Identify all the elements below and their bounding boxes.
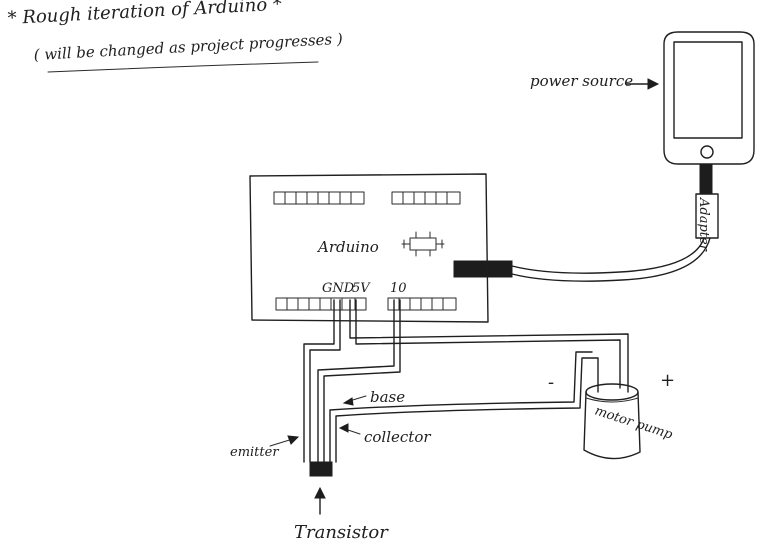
usb-cable	[511, 237, 705, 274]
motor-pump	[583, 383, 641, 460]
top-header-right	[391, 191, 461, 205]
emitter-arrow-icon	[269, 435, 300, 447]
usb-cable-outer	[511, 237, 711, 282]
top-header-left	[273, 191, 365, 205]
chip-icon	[401, 231, 445, 257]
motor-minus-label: -	[548, 372, 554, 393]
usb-plug	[453, 260, 513, 278]
home-button-icon	[700, 145, 714, 159]
five-volt-wire-outer	[355, 299, 621, 389]
gnd-wire	[303, 299, 335, 463]
arrow-right-icon	[625, 78, 660, 90]
collector-wire	[329, 351, 593, 463]
arduino-label: Arduino	[316, 238, 379, 256]
five-volt-wire	[349, 299, 629, 393]
arrow-up-icon	[314, 486, 326, 515]
base-arrow-icon	[342, 395, 367, 406]
bottom-header-left	[275, 297, 367, 311]
collector-arrow-icon	[338, 423, 361, 435]
five-volt-pin-label: 5V	[352, 281, 371, 296]
pin-ten-wire-outer	[323, 299, 401, 463]
base-label: base	[370, 388, 405, 406]
phone-connector	[699, 163, 713, 195]
motor-plus-label: +	[660, 370, 675, 391]
gnd-wire-outer	[309, 299, 341, 463]
gnd-pin-label: GND	[322, 281, 355, 296]
transistor-label: Transistor	[294, 522, 389, 543]
power-source-label: power source	[530, 72, 633, 90]
adapter: Adapter	[695, 193, 719, 252]
emitter-label: emitter	[230, 445, 279, 460]
pin-ten-label: 10	[390, 281, 407, 296]
pin-ten-wire	[317, 299, 395, 463]
motor-pump-label: motor pump	[593, 404, 675, 443]
transistor-icon	[309, 461, 333, 477]
bottom-header-right	[387, 297, 457, 311]
collector-wire-outer	[335, 357, 599, 463]
power-source-device	[663, 31, 755, 165]
title-note: * Rough iteration of Arduino *	[7, 0, 282, 29]
subtitle-note: ( will be changed as project progresses …	[33, 30, 343, 64]
adapter-label: Adapter	[696, 197, 711, 252]
arduino-board	[249, 173, 489, 323]
subtitle-underline	[47, 61, 319, 73]
collector-label: collector	[364, 428, 431, 446]
